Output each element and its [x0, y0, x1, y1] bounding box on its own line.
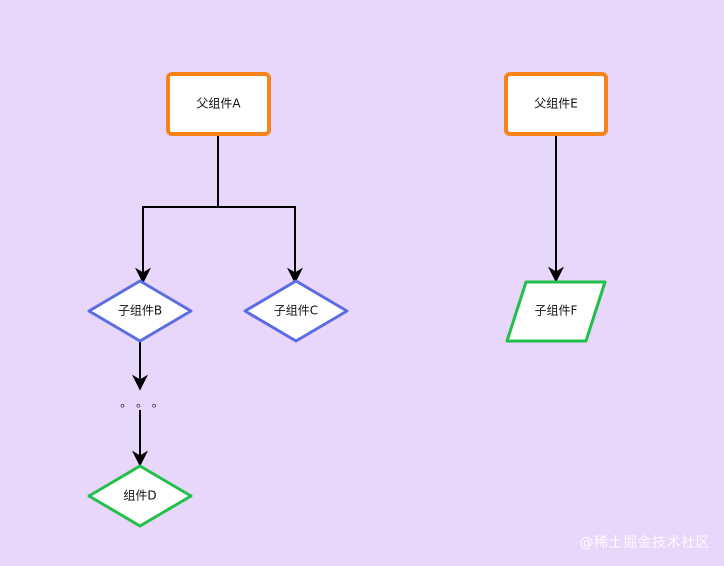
node-a[interactable]: 父组件A	[166, 72, 271, 136]
node-a-label: 父组件A	[196, 97, 241, 111]
edge-a-to-b	[135, 206, 218, 284]
node-c[interactable]: 子组件C	[243, 279, 349, 343]
node-e[interactable]: 父组件E	[504, 72, 608, 136]
node-d-label: 组件D	[123, 489, 156, 503]
node-a-shape	[166, 72, 271, 136]
node-b-label: 子组件B	[118, 304, 162, 318]
node-f[interactable]: 子组件F	[505, 280, 607, 343]
edges	[132, 135, 564, 467]
node-f-shape	[505, 280, 607, 343]
node-c-label: 子组件C	[274, 304, 318, 318]
ellipsis-text: 。 。 。	[120, 396, 164, 410]
node-e-shape	[504, 72, 608, 136]
node-b-shape	[87, 279, 193, 343]
node-d[interactable]: 组件D	[87, 464, 193, 528]
node-f-label: 子组件F	[535, 304, 578, 318]
node-d-shape	[87, 464, 193, 528]
watermark-text: @稀土掘金技术社区	[579, 535, 710, 551]
node-c-shape	[243, 279, 349, 343]
node-e-label: 父组件E	[534, 97, 578, 111]
node-b[interactable]: 子组件B	[87, 279, 193, 343]
edge-a-to-c	[218, 206, 303, 284]
